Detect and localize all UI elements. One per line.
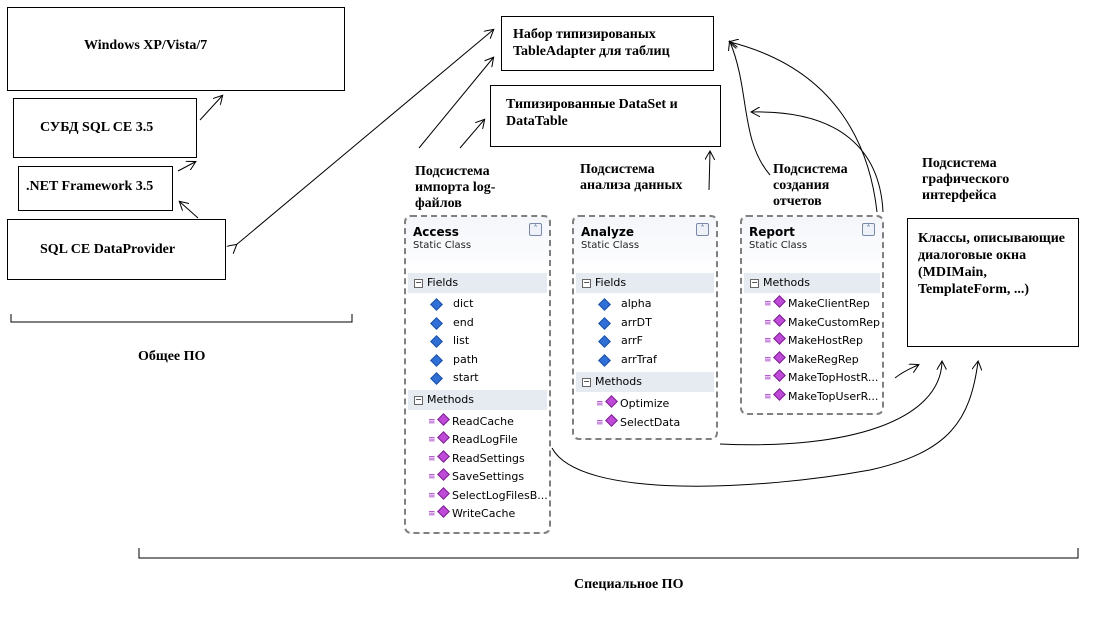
- field-item: arrF: [596, 332, 643, 350]
- method-icon: ≡: [596, 395, 618, 413]
- method-icon: ≡: [764, 369, 786, 387]
- method-icon: ≡: [764, 295, 786, 313]
- arrow-icon: [551, 362, 978, 487]
- arrow-icon: [199, 96, 222, 121]
- arrow-icon: [894, 365, 918, 379]
- sql-ce-box: СУБД SQL CE 3.5: [13, 98, 197, 158]
- method-item: ≡MakeClientRep: [764, 295, 870, 313]
- method-icon: ≡: [428, 431, 450, 449]
- table-adapter-label: Набор типизированых TableAdapter для таб…: [513, 27, 670, 59]
- method-icon: ≡: [428, 487, 450, 505]
- bracket: [10, 314, 353, 323]
- field-item: end: [428, 314, 474, 332]
- fields-section-header[interactable]: −Fields: [576, 273, 714, 293]
- gui-subsystem-label: Подсистема графического интерфейса: [922, 156, 1010, 203]
- method-item: ≡MakeTopUserR...: [764, 388, 878, 406]
- method-item: ≡SelectLogFilesB...: [428, 487, 548, 505]
- method-icon: ≡: [428, 413, 450, 431]
- analyze-class-shape[interactable]: Analyze Static Class ˄ −Fields alpha arr…: [572, 215, 718, 440]
- report-class-shape[interactable]: Report Static Class ˄ −Methods ≡MakeClie…: [740, 215, 884, 415]
- class-kind: Static Class: [581, 240, 640, 251]
- method-item: ≡MakeCustomRep: [764, 314, 880, 332]
- class-kind: Static Class: [749, 240, 808, 251]
- method-icon: ≡: [428, 450, 450, 468]
- data-provider-box: SQL CE DataProvider: [7, 219, 226, 280]
- access-class-shape[interactable]: Access Static Class ˄ −Fields dict end l…: [404, 215, 551, 534]
- method-item: ≡SaveSettings: [428, 468, 524, 486]
- sql-ce-label: СУБД SQL CE 3.5: [40, 120, 154, 135]
- arrow-icon: [236, 30, 493, 245]
- analysis-subsystem-label: Подсистема анализа данных: [580, 162, 683, 193]
- method-icon: ≡: [764, 351, 786, 369]
- methods-section-header[interactable]: −Methods: [744, 273, 880, 293]
- minus-icon[interactable]: −: [582, 277, 591, 288]
- method-item: ≡Optimize: [596, 395, 669, 413]
- arrow-icon: [177, 162, 195, 172]
- report-subsystem-label: Подсистема создания отчетов: [773, 162, 848, 209]
- collapse-icon[interactable]: ˄: [696, 223, 709, 236]
- net-framework-box: .NET Framework 3.5: [18, 166, 173, 211]
- class-name: Report: [749, 225, 795, 239]
- methods-section-header[interactable]: −Methods: [576, 372, 714, 392]
- special-software-label: Специальное ПО: [574, 577, 684, 592]
- minus-icon[interactable]: −: [750, 277, 759, 288]
- field-item: path: [428, 351, 478, 369]
- minus-icon[interactable]: −: [414, 394, 423, 405]
- method-icon: ≡: [428, 468, 450, 486]
- method-icon: ≡: [764, 314, 786, 332]
- arrow-icon: [459, 120, 484, 149]
- method-icon: ≡: [764, 332, 786, 350]
- general-software-label: Общее ПО: [138, 349, 206, 364]
- collapse-icon[interactable]: ˄: [529, 223, 542, 236]
- field-item: list: [428, 332, 469, 350]
- fields-section-header[interactable]: −Fields: [408, 273, 547, 293]
- method-item: ≡ReadLogFile: [428, 431, 518, 449]
- bracket: [138, 548, 1079, 559]
- arrow-icon: [719, 362, 942, 446]
- gui-classes-box: Классы, описывающие диалоговые окна (MDI…: [907, 218, 1079, 347]
- field-item: alpha: [596, 295, 652, 313]
- arrow-icon: [752, 112, 884, 213]
- method-item: ≡MakeTopHostR...: [764, 369, 878, 387]
- minus-icon[interactable]: −: [414, 277, 423, 288]
- method-icon: ≡: [596, 414, 618, 432]
- data-provider-label: SQL CE DataProvider: [40, 242, 176, 257]
- method-icon: ≡: [764, 388, 786, 406]
- arrow-icon: [180, 202, 199, 219]
- field-item: dict: [428, 295, 473, 313]
- methods-section-header[interactable]: −Methods: [408, 390, 547, 410]
- method-item: ≡SelectData: [596, 414, 680, 432]
- minus-icon[interactable]: −: [582, 376, 591, 387]
- method-item: ≡WriteCache: [428, 505, 515, 523]
- windows-label: Windows XP/Vista/7: [84, 38, 208, 53]
- field-item: start: [428, 369, 479, 387]
- arrow-icon: [418, 58, 493, 149]
- method-item: ≡MakeRegRep: [764, 351, 859, 369]
- gui-classes-label: Классы, описывающие диалоговые окна (MDI…: [918, 231, 1065, 297]
- class-name: Analyze: [581, 225, 634, 239]
- dataset-box: Типизированные DataSet и DataTable: [490, 85, 721, 147]
- method-item: ≡MakeHostRep: [764, 332, 863, 350]
- method-item: ≡ReadCache: [428, 413, 514, 431]
- dataset-label: Типизированные DataSet и DataTable: [506, 97, 678, 129]
- table-adapter-box: Набор типизированых TableAdapter для таб…: [501, 16, 714, 71]
- arrow-icon: [730, 42, 878, 213]
- method-item: ≡ReadSettings: [428, 450, 525, 468]
- net-framework-label: .NET Framework 3.5: [26, 179, 154, 194]
- method-icon: ≡: [428, 505, 450, 523]
- field-item: arrTraf: [596, 351, 657, 369]
- collapse-icon[interactable]: ˄: [862, 223, 875, 236]
- field-item: arrDT: [596, 314, 652, 332]
- arrow-icon: [730, 42, 771, 176]
- arrow-icon: [709, 152, 710, 191]
